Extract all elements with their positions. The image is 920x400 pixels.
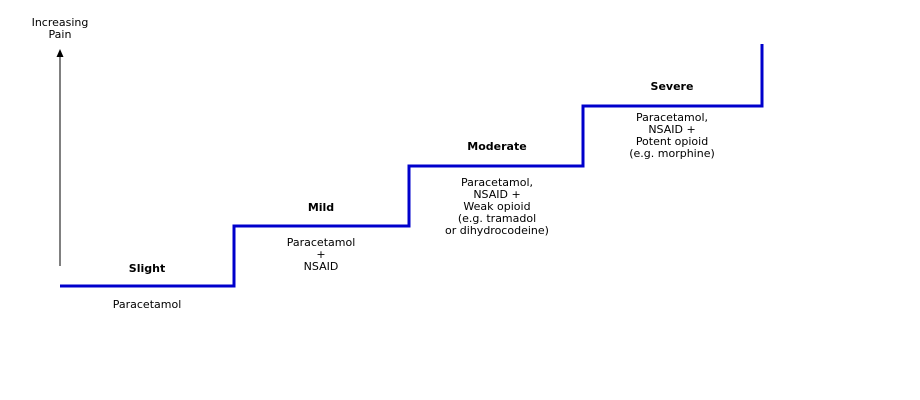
step-severe-title: Severe	[650, 80, 694, 93]
step-slight-description: Paracetamol	[112, 298, 182, 311]
step-slight-title: Slight	[128, 262, 166, 275]
pain-staircase-line	[60, 44, 764, 288]
step-moderate-description: Paracetamol, NSAID + Weak opioid (e.g. t…	[445, 176, 549, 237]
step-moderate-title: Moderate	[467, 140, 527, 153]
pain-axis-arrowhead	[56, 49, 64, 57]
pain-axis-label: Increasing Pain	[31, 16, 89, 41]
step-mild-title: Mild	[307, 201, 335, 214]
step-mild-description: Paracetamol + NSAID	[286, 236, 356, 273]
step-severe-description: Paracetamol, NSAID + Potent opioid (e.g.…	[629, 111, 715, 160]
